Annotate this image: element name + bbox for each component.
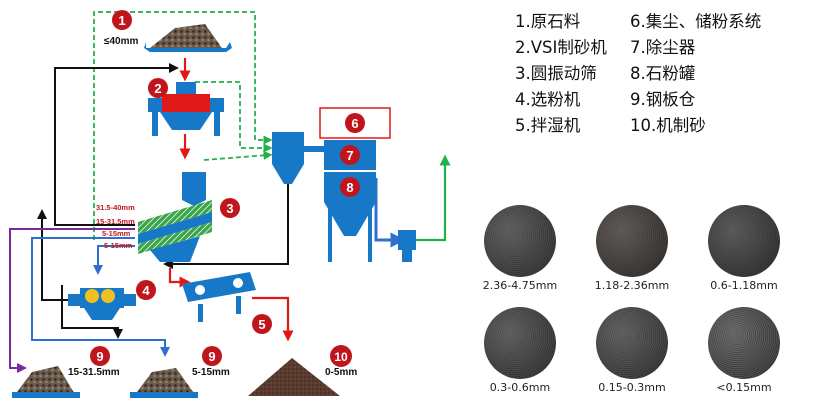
- flow-black-return-lower: [37, 209, 72, 301]
- flow-black-dust-return: [163, 172, 289, 269]
- sample-disc: [596, 205, 668, 277]
- sample-1: 1.18-2.36mm: [582, 205, 682, 292]
- svg-text:2: 2: [154, 81, 161, 96]
- vibrating-screen: [138, 172, 212, 262]
- flow-green-dashed-top: [93, 11, 273, 240]
- badge-9b: 9: [202, 346, 222, 366]
- flow-green-exhaust: [416, 154, 451, 242]
- legend-item-6: 6.集尘、储粉系统: [630, 12, 762, 31]
- svg-text:9: 9: [96, 349, 103, 364]
- badge-1: 1: [112, 10, 132, 30]
- legend-item-8: 8.石粉罐: [630, 64, 696, 83]
- badge-8: 8: [340, 177, 360, 197]
- sample-caption: 1.18-2.36mm: [594, 279, 670, 292]
- legend-item-2: 2.VSI制砂机: [515, 38, 607, 57]
- flow-blue-5-15: [31, 237, 170, 357]
- flow-green-dashed-vsi: [195, 81, 273, 153]
- svg-text:1: 1: [118, 13, 125, 28]
- legend-item-4: 4.选粉机: [515, 90, 581, 109]
- sample-caption: 0.6-1.18mm: [710, 279, 778, 292]
- screen-label-1: 31.5-40mm: [96, 203, 135, 212]
- flow-blue-to-classifier: [93, 245, 135, 275]
- cyclone-collector: [272, 132, 324, 184]
- sample-5: <0.15mm: [694, 307, 794, 394]
- svg-text:7: 7: [346, 148, 353, 163]
- flow-blue-dust-fan: [374, 178, 406, 248]
- sample-2: 0.6-1.18mm: [694, 205, 794, 292]
- sample-caption: 2.36-4.75mm: [482, 279, 558, 292]
- bin-label-5-15: 5-15mm: [192, 367, 230, 378]
- bin-15-31: [12, 366, 80, 398]
- bin-0-5: [248, 358, 340, 396]
- sample-disc: [484, 205, 556, 277]
- svg-text:9: 9: [208, 349, 215, 364]
- exhaust-fan: [398, 230, 416, 262]
- sample-0: 2.36-4.75mm: [470, 205, 570, 292]
- bin-label-0-5: 0-5mm: [325, 367, 357, 378]
- badge-5: 5: [252, 314, 272, 334]
- flow-black-return-top: [54, 63, 179, 226]
- sample-disc: [708, 307, 780, 379]
- sample-4: 0.15-0.3mm: [582, 307, 682, 394]
- flow-purple-15-31: [9, 228, 135, 373]
- sample-disc: [596, 307, 668, 379]
- sample-caption: <0.15mm: [716, 381, 772, 394]
- svg-text:10: 10: [334, 350, 348, 364]
- equipment-legend: 1.原石料 2.VSI制砂机 3.圆振动筛 4.选粉机 5.拌湿机 6.集尘、储…: [515, 8, 810, 138]
- svg-text:3: 3: [226, 201, 233, 216]
- screen-label-4: 5-15mm: [104, 241, 133, 250]
- bin-5-15: [130, 368, 198, 398]
- badge-7: 7: [340, 145, 360, 165]
- badge-3: 3: [220, 198, 240, 218]
- sample-disc: [708, 205, 780, 277]
- svg-text:4: 4: [142, 283, 150, 298]
- flow-green-dashed-screen: [203, 150, 273, 161]
- flow-red-screen-out: [168, 268, 191, 288]
- vsi-sand-maker: [148, 82, 224, 136]
- sample-3: 0.3-0.6mm: [470, 307, 570, 394]
- bin-label-15-31: 15-31.5mm: [68, 367, 120, 378]
- sample-caption: 0.15-0.3mm: [598, 381, 666, 394]
- legend-item-10: 10.机制砂: [630, 116, 706, 135]
- badge-9a: 9: [90, 346, 110, 366]
- legend-item-7: 7.除尘器: [630, 38, 696, 57]
- badge-10: 10: [330, 345, 352, 367]
- screen-label-3: 5-15mm: [102, 229, 131, 238]
- sample-caption: 0.3-0.6mm: [489, 381, 551, 394]
- badge-6: 6: [345, 113, 365, 133]
- svg-text:8: 8: [346, 180, 353, 195]
- flow-black-to-bin: [61, 285, 123, 339]
- legend-item-5: 5.拌湿机: [515, 116, 581, 135]
- sample-disc: [484, 307, 556, 379]
- badge-2: 2: [148, 78, 168, 98]
- legend-item-1: 1.原石料: [515, 12, 581, 31]
- flow-red-to-product: [252, 296, 294, 342]
- sand-samples: 2.36-4.75mm 1.18-2.36mm 0.6-1.18mm 0.3-0…: [470, 205, 810, 400]
- feed-size-label: ≤40mm: [104, 36, 139, 47]
- svg-text:5: 5: [258, 317, 265, 332]
- svg-text:6: 6: [351, 116, 358, 131]
- badge-4: 4: [136, 280, 156, 300]
- legend-item-9: 9.钢板仓: [630, 90, 696, 109]
- humidifier-mixer: [182, 272, 256, 322]
- screen-label-2: 15-31.5mm: [96, 217, 135, 226]
- raw-stock-pile: [144, 24, 232, 52]
- legend-item-3: 3.圆振动筛: [515, 64, 597, 83]
- powder-classifier: [68, 288, 136, 320]
